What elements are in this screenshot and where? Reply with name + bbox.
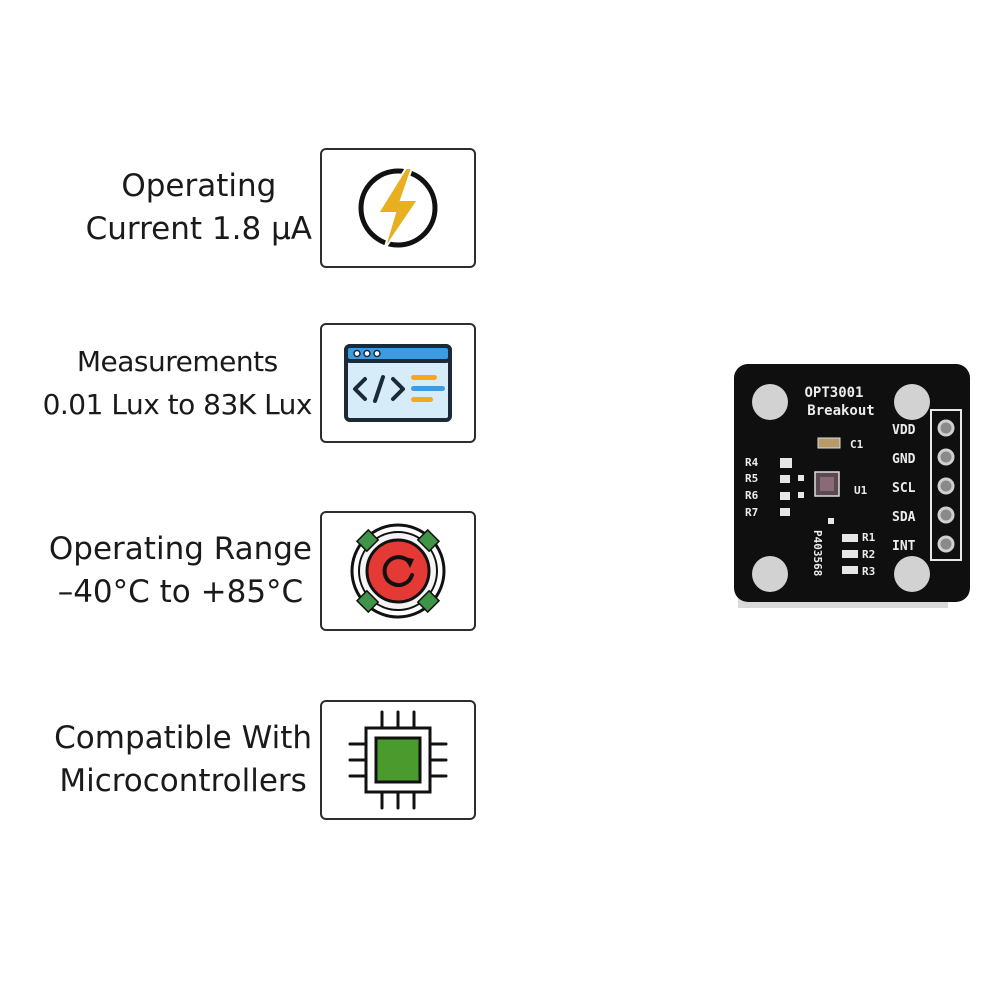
opt3001-breakout-board: OPT3001 Breakout VDD GND SCL SDA INT C1 … (730, 360, 980, 620)
board-title-line1: OPT3001 (804, 385, 863, 401)
code-window-icon (344, 344, 452, 422)
label-r6: R6 (745, 489, 759, 502)
label-u1: U1 (854, 484, 868, 497)
icon-box (320, 700, 476, 820)
feature-label-line1: Operating (121, 168, 277, 204)
label-r5: R5 (745, 472, 758, 485)
feature-label: Compatible With Microcontrollers (54, 700, 312, 820)
icon-box (320, 148, 476, 268)
pin-label-scl: SCL (892, 481, 916, 496)
feature-compatibility: Compatible With Microcontrollers (0, 700, 480, 820)
label-c1: C1 (850, 438, 864, 451)
pin-label-vdd: VDD (892, 423, 916, 438)
rotation-dial-icon (350, 523, 446, 619)
label-r1: R1 (862, 531, 876, 544)
board-title-line2: Breakout (807, 403, 874, 419)
pin-label-sda: SDA (892, 510, 916, 525)
feature-label-line2: –40°C to +85°C (57, 574, 304, 610)
feature-label-line1: Compatible With (54, 720, 312, 756)
feature-label: Operating Range –40°C to +85°C (49, 511, 312, 631)
label-r4: R4 (745, 456, 759, 469)
microchip-icon (348, 710, 448, 810)
feature-operating-range: Operating Range –40°C to +85°C (0, 511, 480, 631)
feature-label-line2: Current 1.8 µA (85, 211, 312, 247)
lightning-bolt-icon (358, 167, 438, 251)
pin-label-gnd: GND (892, 452, 916, 467)
feature-label-line2: 0.01 Lux to 83K Lux (42, 388, 313, 421)
label-r3: R3 (862, 565, 875, 578)
icon-box (320, 323, 476, 443)
feature-measurements: Measurements 0.01 Lux to 83K Lux (0, 323, 480, 443)
label-r2: R2 (862, 548, 875, 561)
feature-label: Operating Current 1.8 µA (86, 148, 312, 268)
icon-box (320, 511, 476, 631)
label-r7: R7 (745, 506, 758, 519)
board-part-number: P403568 (811, 530, 824, 576)
pin-label-int: INT (892, 539, 916, 554)
feature-label: Measurements 0.01 Lux to 83K Lux (42, 323, 313, 443)
feature-label-line2: Microcontrollers (59, 763, 307, 799)
feature-label-line1: Operating Range (48, 531, 312, 567)
feature-label-line1: Measurements (76, 345, 278, 378)
feature-operating-current: Operating Current 1.8 µA (0, 148, 480, 268)
